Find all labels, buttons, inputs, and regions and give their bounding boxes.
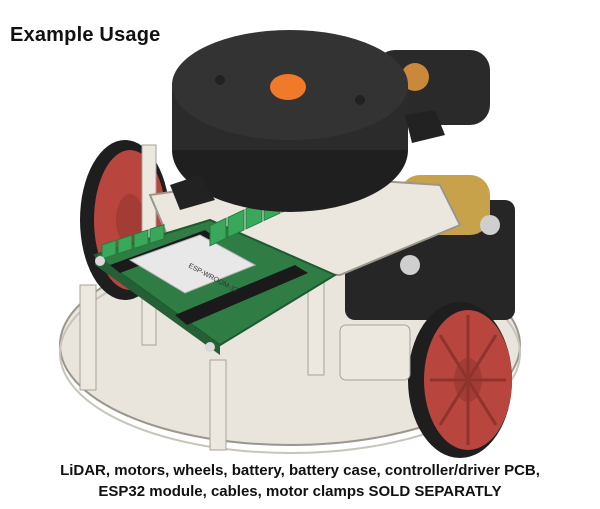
- right-wheel: [408, 302, 512, 458]
- lidar-lens-icon: [270, 74, 306, 100]
- caption: LiDAR, motors, wheels, battery, battery …: [0, 460, 600, 502]
- lidar-mount-tab: [405, 110, 445, 143]
- lidar-unit: [170, 30, 445, 212]
- motor-screw-icon: [400, 255, 420, 275]
- motor-screw-icon: [480, 215, 500, 235]
- caption-line-1: LiDAR, motors, wheels, battery, battery …: [60, 462, 540, 479]
- pcb-screw-icon: [95, 256, 105, 266]
- controller-pcb: ESP-WROOM-32: [92, 183, 338, 355]
- screw-terminals-back: [101, 224, 165, 260]
- caption-line-2: ESP32 module, cables, motor clamps SOLD …: [98, 483, 502, 500]
- lidar-mount-tab: [170, 175, 215, 210]
- standoff: [209, 359, 227, 451]
- robot-render: ESP-WROOM-32: [59, 30, 521, 458]
- standoff: [79, 284, 97, 391]
- lidar-screw-icon: [355, 95, 365, 105]
- pin-header: [175, 265, 308, 325]
- pulley-icon: [401, 63, 429, 91]
- page-title: Example Usage: [10, 24, 161, 46]
- lidar-screw-icon: [215, 75, 225, 85]
- pcb-screw-icon: [205, 342, 215, 352]
- motor-clamp: [339, 324, 411, 381]
